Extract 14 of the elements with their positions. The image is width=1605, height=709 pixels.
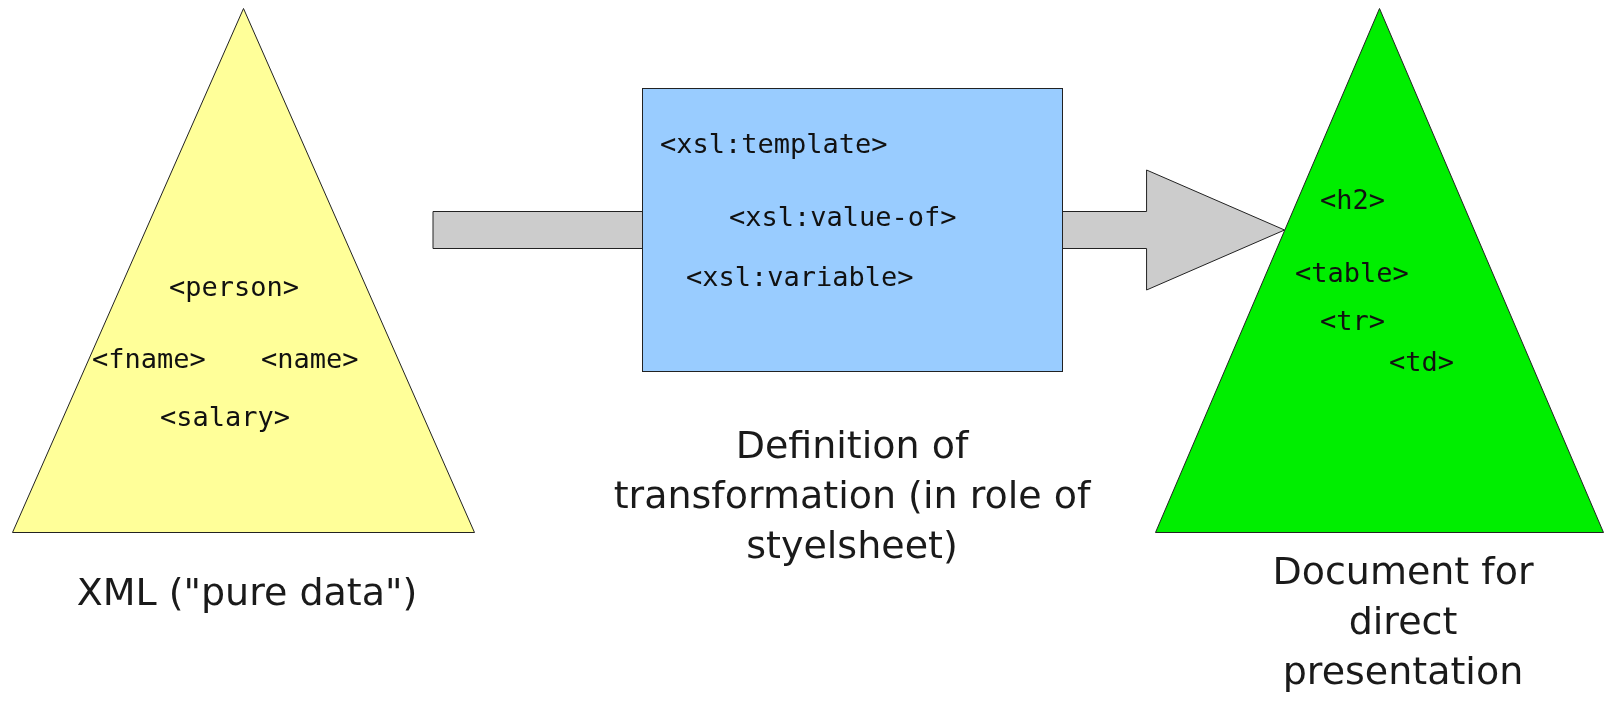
tag-label: <person>	[169, 272, 300, 300]
tag-label: <h2>	[1320, 185, 1386, 213]
tag-label: <xsl:template>	[660, 129, 888, 157]
tag-label: <salary>	[160, 402, 291, 430]
tag-label: <table>	[1295, 258, 1409, 286]
caption-text: Document for direct presentation	[1271, 548, 1535, 695]
tag-label: <xsl:variable>	[686, 262, 914, 290]
tag-label: <td>	[1389, 347, 1455, 375]
caption-text: Definition of transformation (in role of styelsheet)	[612, 422, 1092, 569]
caption-text: XML ("pure data")	[75, 569, 419, 616]
tag-label: <name>	[261, 344, 359, 372]
tag-label: <xsl:value-of>	[729, 202, 957, 230]
tag-label: <fname>	[92, 344, 206, 372]
tag-label: <tr>	[1320, 306, 1386, 334]
